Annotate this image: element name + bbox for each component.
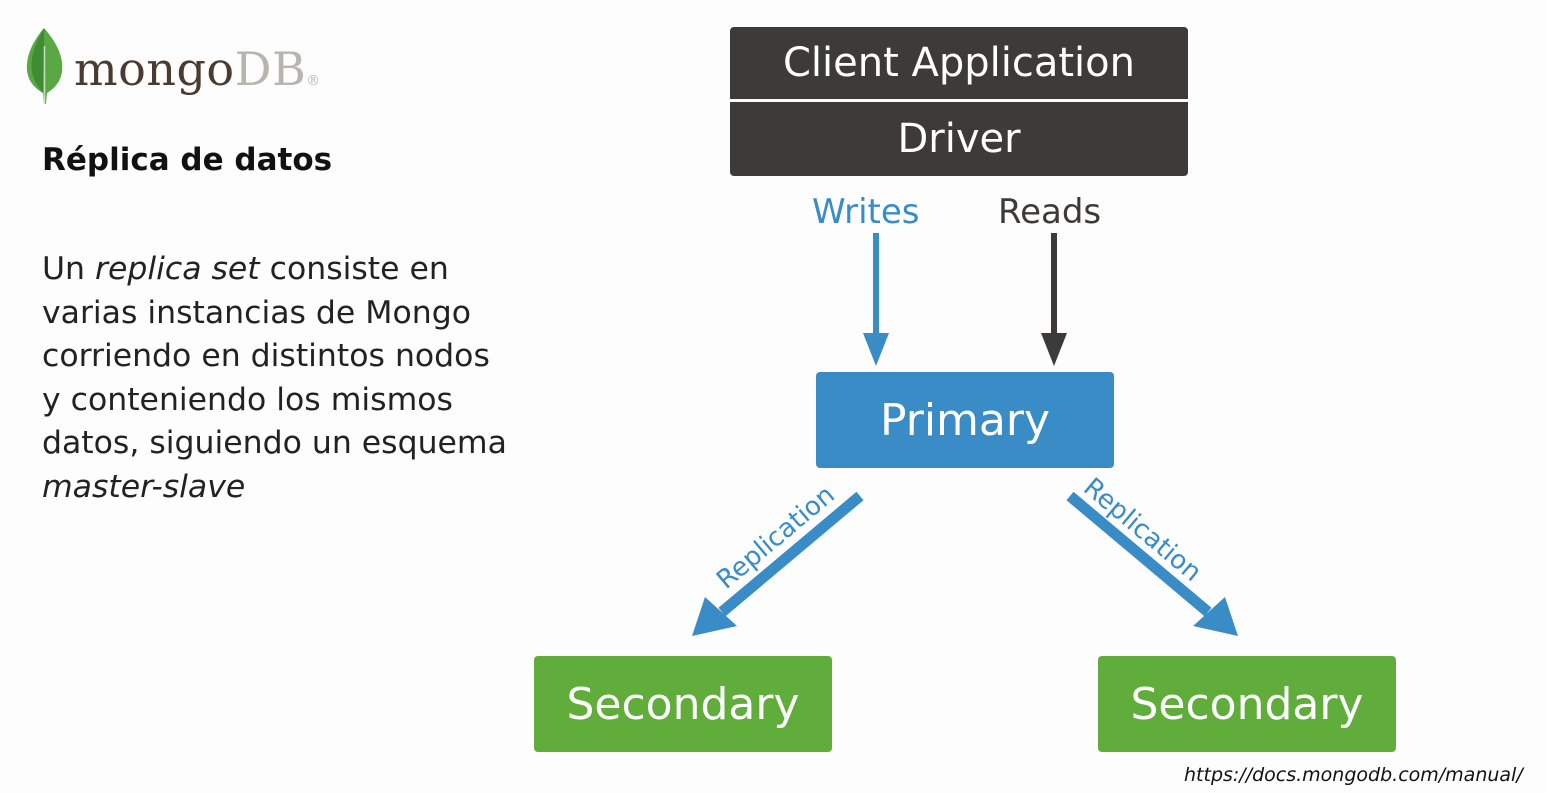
reads-label: Reads bbox=[998, 192, 1102, 232]
primary-node: Primary bbox=[816, 372, 1114, 468]
replication-left-arrow bbox=[692, 491, 864, 636]
mongodb-logo: mongoDB® bbox=[22, 26, 352, 106]
client-application-box: Client Application bbox=[730, 27, 1188, 99]
writes-label: Writes bbox=[812, 192, 920, 232]
replication-left-label: Replication bbox=[711, 480, 841, 595]
body-paragraph: Un replica set consiste en varias instan… bbox=[42, 251, 507, 505]
section-heading: Réplica de datos bbox=[42, 142, 333, 178]
logo-wordmark: mongoDB® bbox=[74, 42, 321, 96]
replication-right-arrow bbox=[1066, 491, 1238, 636]
writes-arrow bbox=[863, 233, 889, 366]
secondary-node-left: Secondary bbox=[534, 656, 832, 752]
source-link[interactable]: https://docs.mongodb.com/manual/ bbox=[1184, 764, 1523, 786]
replication-right-label: Replication bbox=[1078, 472, 1208, 587]
driver-box: Driver bbox=[730, 102, 1188, 176]
reads-arrow bbox=[1041, 233, 1067, 366]
mongodb-leaf-icon bbox=[26, 28, 63, 104]
secondary-node-right: Secondary bbox=[1098, 656, 1396, 752]
title-fragment bbox=[130, 0, 610, 4]
